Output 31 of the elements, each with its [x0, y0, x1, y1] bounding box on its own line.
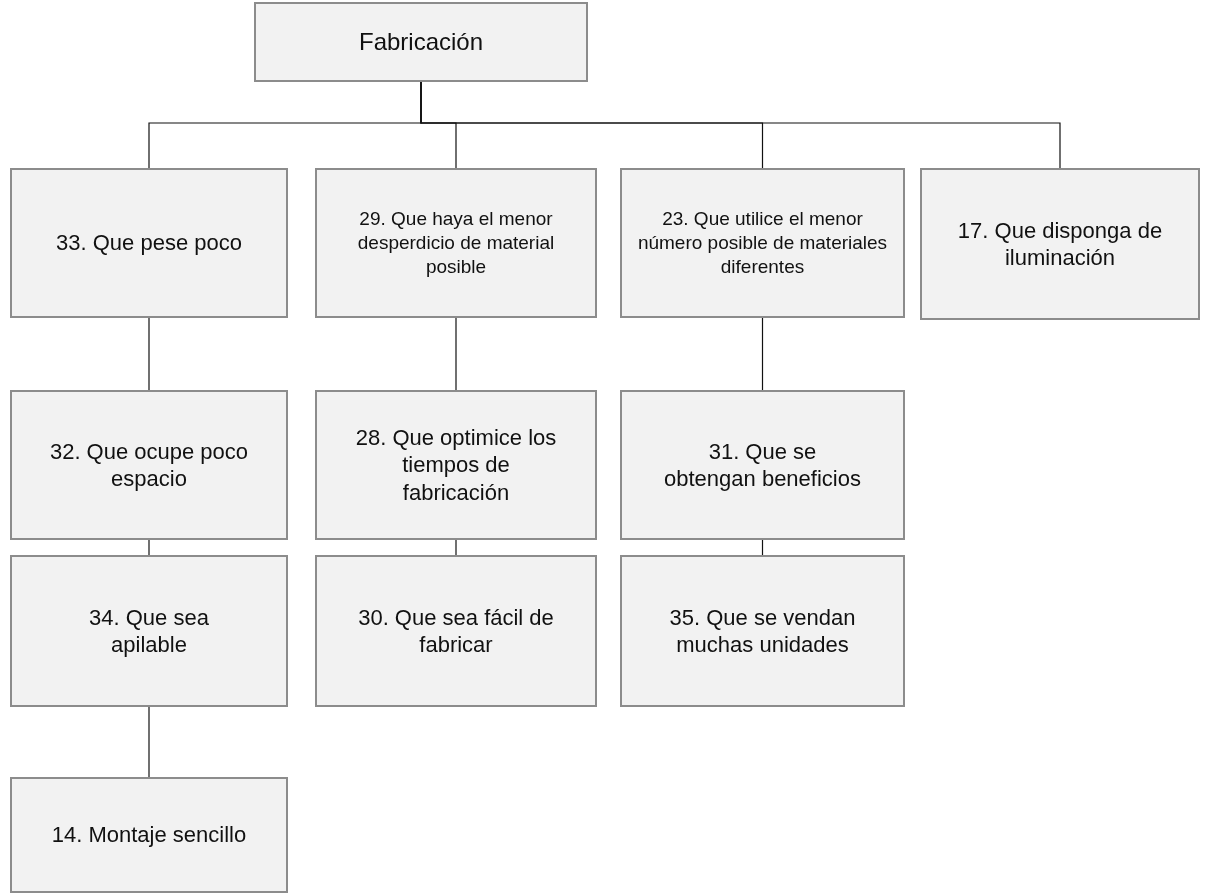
process-box — [920, 168, 1200, 320]
connector-line — [420, 81, 1061, 169]
box-label: Fabricación — [358, 27, 484, 57]
process-box — [315, 390, 597, 540]
box-label: 34. Que sea apilable — [88, 603, 210, 659]
box-label: 29. Que haya el menor desperdicio de material posible — [356, 207, 556, 279]
box-label: 17. Que disponga de iluminación — [956, 216, 1164, 272]
box-label: 31. Que se obtengan beneficios — [663, 437, 862, 493]
connector-line — [455, 539, 457, 556]
box-label: 30. Que sea fácil de fabricar — [357, 603, 555, 659]
process-box — [10, 555, 288, 707]
box-label: 35. Que se vendan muchas unidades — [668, 603, 857, 659]
connector-line — [761, 317, 764, 391]
connector-line — [455, 317, 457, 391]
process-box — [10, 390, 288, 540]
process-box — [254, 2, 588, 82]
connector-line — [148, 706, 150, 778]
process-box — [10, 168, 288, 318]
process-box — [315, 555, 597, 707]
process-box — [620, 555, 905, 707]
box-label: 28. Que optimice los tiempos de fabricación — [354, 423, 558, 507]
process-box — [620, 390, 905, 540]
process-box — [315, 168, 597, 318]
box-label: 32. Que ocupe poco espacio — [49, 437, 249, 493]
connector-line — [148, 317, 150, 391]
box-label: 33. Que pese poco — [56, 229, 242, 257]
process-box — [620, 168, 905, 318]
box-label: 23. Que utilice el menor número posible de materiales diferentes — [637, 207, 888, 279]
connector-line — [148, 539, 150, 556]
process-box — [10, 777, 288, 893]
box-label: 14. Montaje sencillo — [51, 821, 247, 849]
